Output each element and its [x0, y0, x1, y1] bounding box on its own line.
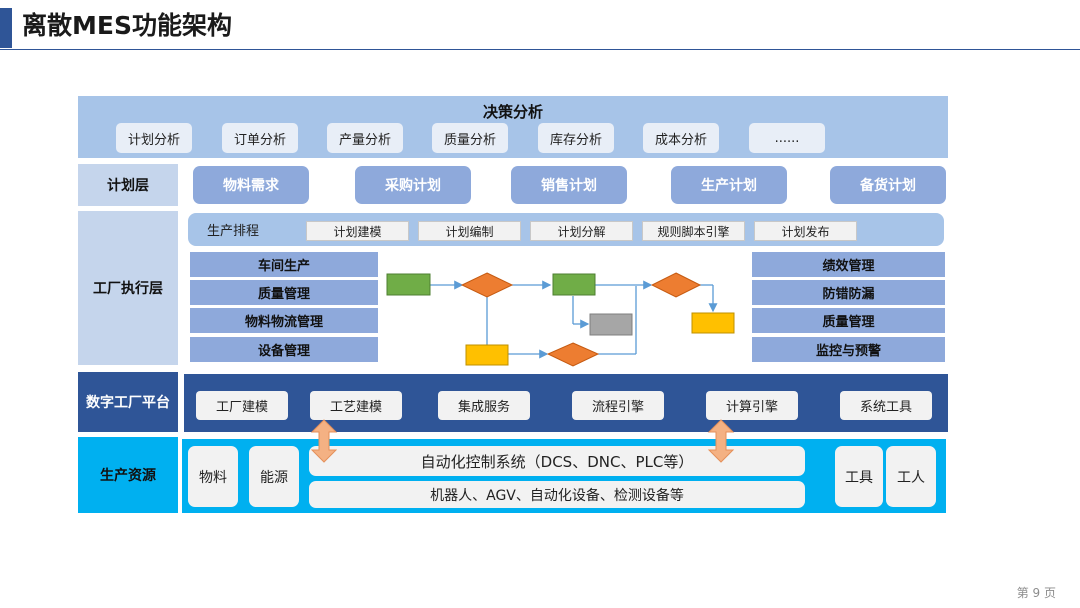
- decision-analysis-title: 决策分析: [482, 102, 543, 121]
- flow-process-yellow-2: [465, 344, 509, 366]
- flowchart-connectors: [430, 280, 718, 359]
- platform-layer-label: 数字工厂平台: [78, 372, 178, 432]
- schedule-item-plan-release: 计划发布: [754, 221, 857, 241]
- exec-item-quality-management: 质量管理: [190, 280, 378, 305]
- flow-decision-orange-3: [546, 342, 600, 367]
- exec-item-equipment-management: 设备管理: [190, 337, 378, 362]
- decision-item-order-analysis: 订单分析: [222, 123, 298, 153]
- double-arrow-left-icon: [310, 419, 338, 463]
- exec-item-monitoring-warning: 监控与预警: [752, 337, 945, 362]
- flow-process-green-1: [386, 273, 431, 296]
- title-divider: [0, 49, 1080, 50]
- decision-item-inventory-analysis: 库存分析: [538, 123, 614, 153]
- platform-item-factory-modeling: 工厂建模: [196, 391, 288, 420]
- schedule-item-plan-compile: 计划编制: [418, 221, 521, 241]
- flow-process-gray: [589, 313, 633, 336]
- decision-item-more: ......: [749, 123, 825, 153]
- page-number: 第 9 页: [1016, 586, 1056, 600]
- flow-decision-orange-2: [650, 272, 702, 298]
- platform-item-system-tools: 系统工具: [840, 391, 932, 420]
- resource-item-workers: 工人: [886, 446, 936, 507]
- page-title: 离散MES功能架构: [22, 11, 232, 40]
- platform-item-process-modeling: 工艺建模: [310, 391, 402, 420]
- plan-item-sales-plan: 销售计划: [511, 166, 627, 204]
- plan-item-stock-plan: 备货计划: [830, 166, 946, 204]
- title-accent-bar: [0, 8, 12, 48]
- decision-item-cost-analysis: 成本分析: [643, 123, 719, 153]
- flow-decision-orange-1: [460, 272, 514, 298]
- schedule-item-plan-modeling: 计划建模: [306, 221, 409, 241]
- exec-item-performance-management: 绩效管理: [752, 252, 945, 277]
- schedule-item-rule-engine: 规则脚本引擎: [642, 221, 745, 241]
- exec-item-material-logistics: 物料物流管理: [190, 308, 378, 333]
- platform-item-workflow-engine: 流程引擎: [572, 391, 664, 420]
- production-scheduling-label: 生产排程: [206, 224, 259, 239]
- resource-item-tools: 工具: [835, 446, 883, 507]
- resource-layer-label: 生产资源: [78, 437, 178, 513]
- flow-process-green-2: [552, 273, 596, 296]
- execution-layer-label: 工厂执行层: [78, 211, 178, 365]
- flow-process-yellow-1: [691, 312, 735, 334]
- resource-automation-equipment: 机器人、AGV、自动化设备、检测设备等: [309, 481, 805, 508]
- platform-item-compute-engine: 计算引擎: [706, 391, 798, 420]
- resource-item-energy: 能源: [249, 446, 299, 507]
- planning-layer-label: 计划层: [78, 164, 178, 206]
- decision-item-plan-analysis: 计划分析: [116, 123, 192, 153]
- exec-item-error-proofing: 防错防漏: [752, 280, 945, 305]
- resource-item-material: 物料: [188, 446, 238, 507]
- plan-item-purchase-plan: 采购计划: [355, 166, 471, 204]
- schedule-item-plan-decompose: 计划分解: [530, 221, 633, 241]
- plan-item-material-requirement: 物料需求: [193, 166, 309, 204]
- exec-item-workshop-production: 车间生产: [190, 252, 378, 277]
- double-arrow-right-icon: [707, 419, 735, 463]
- plan-item-production-plan: 生产计划: [671, 166, 787, 204]
- exec-item-quality-management-right: 质量管理: [752, 308, 945, 333]
- platform-item-integration-service: 集成服务: [438, 391, 530, 420]
- decision-item-quality-analysis: 质量分析: [432, 123, 508, 153]
- decision-item-output-analysis: 产量分析: [327, 123, 403, 153]
